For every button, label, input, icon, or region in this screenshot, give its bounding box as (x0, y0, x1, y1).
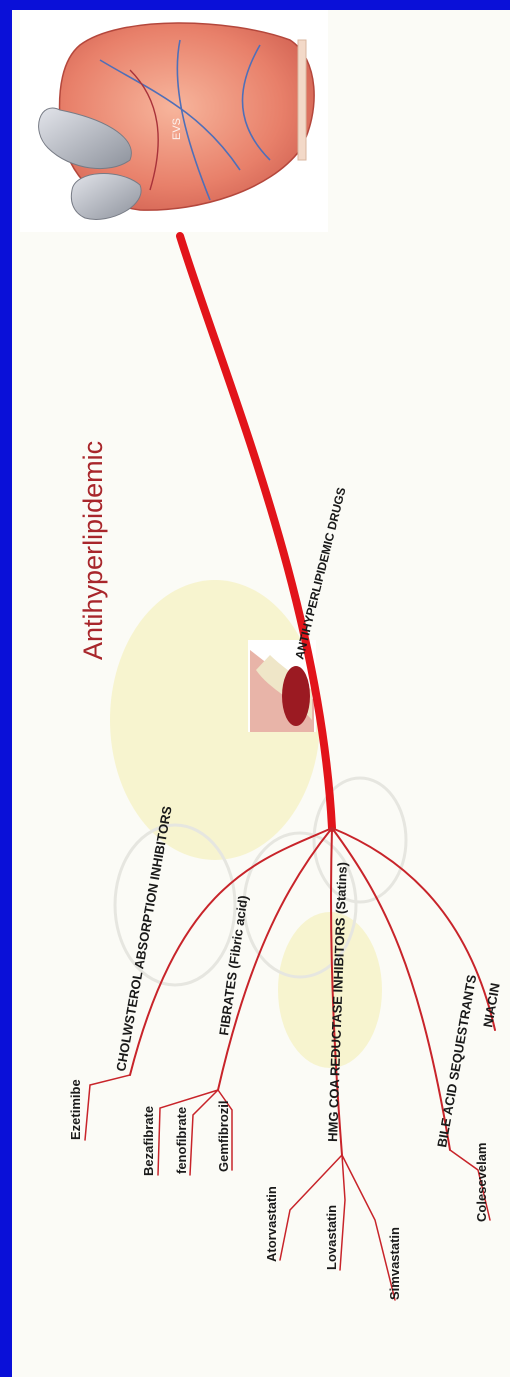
drug-label-colesevelam: Colesevelam (474, 1143, 489, 1223)
leaf-lovastatin (340, 1155, 345, 1270)
heart-illustration: EVS (20, 10, 328, 232)
category-label-fibrates: FIBRATES (Fibric acid) (216, 894, 251, 1036)
drug-label-bezafibrate: Bezafibrate (141, 1106, 156, 1176)
drug-label-ezetimibe: Ezetimibe (68, 1079, 83, 1140)
drug-label-simvastatin: Simvastatin (387, 1227, 402, 1300)
diagram-title: Antihyperlipidemic (78, 441, 108, 660)
category-label-bile: BILE ACID SEQUESTRANTS (434, 973, 479, 1148)
drug-label-gemfibrozil: Gemfibrozil (216, 1100, 231, 1172)
drug-label-fenofibrate: fenofibrate (174, 1107, 189, 1174)
category-label-cholesterol: CHOLWSTEROL ABSORPTION INHIBITORS (113, 805, 175, 1073)
leaf-fenofibrate (190, 1090, 218, 1175)
drug-label-lovastatin: Lovastatin (324, 1205, 339, 1270)
main-branch-label: ANTIHYPERLIPIDEMIC DRUGS (292, 486, 348, 661)
blood-clot (282, 666, 310, 726)
leaf-ezetimibe (85, 1075, 130, 1140)
heart-label: EVS (171, 118, 183, 140)
drug-label-atorvastatin: Atorvastatin (264, 1186, 279, 1262)
heart-tissue-strip (298, 40, 306, 160)
